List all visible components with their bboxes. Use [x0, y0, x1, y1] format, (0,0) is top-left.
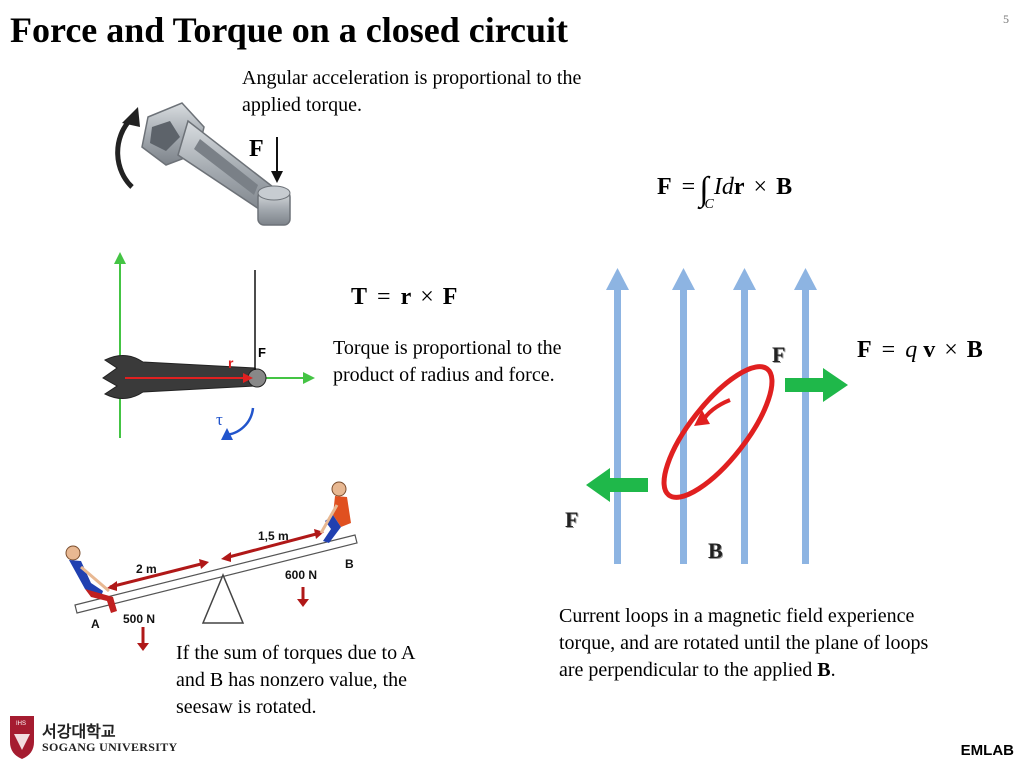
seesaw-caption: If the sum of torques due to A and B has…: [176, 642, 415, 718]
eq-F: F: [442, 284, 458, 310]
caption-bold-b: B: [817, 659, 831, 681]
caption-main-text: Current loops in a magnetic field experi…: [559, 605, 929, 681]
eq-B: B: [966, 337, 983, 363]
eq-equals: =: [377, 284, 391, 310]
caption-end: .: [830, 659, 836, 681]
radius-label: r: [228, 355, 234, 371]
emlab-footer: EMLAB: [960, 742, 1014, 759]
integral-symbol: ∫: [699, 171, 709, 208]
university-korean-name: 서강대학교: [42, 724, 116, 741]
field-label-b: B: [708, 538, 723, 563]
eq-v: v: [923, 337, 936, 363]
eq-cross: ×: [420, 284, 434, 310]
eq-r: r: [733, 174, 745, 200]
seesaw-label-b: B: [345, 557, 354, 571]
seesaw-weight-b: 600 N: [285, 568, 317, 582]
force-arrow-right: [785, 378, 825, 392]
eq-I: I: [713, 174, 722, 200]
magnetic-field-lines: [606, 268, 817, 564]
seesaw-weight-a: 500 N: [123, 612, 155, 626]
wrench-force-label: F: [249, 136, 264, 162]
seesaw-dist-b: 1,5 m: [258, 529, 289, 543]
current-loop-caption: Current loops in a magnetic field experi…: [559, 603, 929, 684]
seesaw-dist-a: 2 m: [136, 562, 157, 576]
svg-text:IHS: IHS: [16, 721, 26, 727]
eq-F: F: [657, 174, 672, 200]
eq-equals: =: [881, 337, 896, 363]
university-english-name: SOGANG UNIVERSITY: [42, 740, 178, 754]
seesaw-label-a: A: [91, 617, 100, 631]
torque-wrench-diagram: [102, 252, 315, 440]
angular-acceleration-caption: Angular acceleration is proportional to …: [242, 67, 582, 116]
diagram-force-label: F: [258, 345, 266, 360]
wrench-rotation-image: [115, 102, 291, 226]
seesaw-diagram: 2 m 1,5 m 500 N 600 N A B: [65, 481, 358, 651]
eq-r: r: [400, 284, 412, 310]
page-number: 5: [1003, 12, 1009, 26]
torque-caption: Torque is proportional to the product of…: [333, 337, 562, 386]
force-arrow-left: [608, 478, 648, 492]
force-integral-equation: F =∫CIdr × B: [657, 165, 793, 212]
eq-subscript-c: C: [704, 197, 714, 212]
eq-d: d: [721, 174, 734, 200]
slide-title: Force and Torque on a closed circuit: [10, 10, 569, 50]
rotation-arrow-icon: [115, 118, 134, 189]
eq-equals: =: [681, 174, 696, 200]
current-loop: [661, 364, 775, 500]
torque-equation: T = r × F: [351, 284, 457, 311]
eq-F: F: [857, 337, 872, 363]
eq-B: B: [776, 174, 793, 200]
tau-label: τ: [216, 410, 223, 429]
force-label-bottom: F: [565, 507, 579, 532]
lorentz-force-equation: F = q v × B: [857, 337, 983, 364]
eq-T: T: [351, 284, 368, 310]
sogang-shield-logo: IHS: [10, 716, 34, 759]
eq-cross: ×: [944, 337, 958, 363]
current-loop-diagram: [586, 268, 848, 564]
eq-cross: ×: [753, 174, 768, 200]
eq-q: q: [905, 337, 918, 363]
force-label-top: F: [772, 342, 786, 367]
